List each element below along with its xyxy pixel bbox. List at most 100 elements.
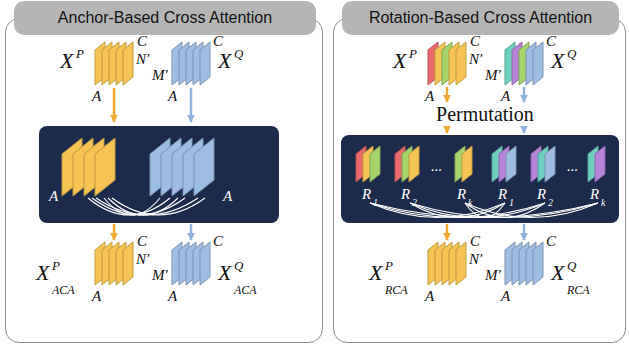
label-holder: X	[551, 50, 564, 72]
superscript: P	[52, 259, 60, 272]
attention-curve	[370, 203, 505, 218]
label-holder: P	[409, 44, 417, 62]
axis-label: C	[470, 34, 480, 49]
tensor-slab	[402, 146, 412, 182]
axis-label: A	[425, 89, 434, 104]
axis-label: M′	[485, 68, 501, 83]
label-holder: R	[457, 185, 466, 203]
label-holder: C	[213, 32, 223, 50]
axis-label: R	[401, 187, 410, 202]
label-holder: R	[362, 185, 371, 203]
label-holder: N′	[136, 50, 149, 68]
tensor-slab	[109, 242, 119, 285]
tensor-symbol: X	[218, 262, 231, 284]
label-holder: R	[537, 185, 546, 203]
tensor-slab	[356, 146, 366, 182]
attention-curve	[370, 203, 598, 218]
axis-label: A	[92, 89, 101, 104]
tensor-slab	[449, 42, 459, 85]
tensor-slab	[123, 42, 133, 85]
tensor-slab	[499, 146, 509, 182]
subscript: ACA	[234, 284, 257, 296]
superscript: P	[385, 259, 393, 272]
superscript: Q	[234, 259, 243, 272]
axis-label: M′	[152, 268, 168, 283]
axis-label: C	[213, 234, 223, 249]
tensor-slab	[161, 138, 181, 196]
label-holder: RCA	[385, 280, 408, 298]
subscript: RCA	[567, 284, 590, 296]
axis-label: A	[501, 289, 510, 304]
tensor-slab	[428, 42, 438, 85]
tensor-symbol: X	[551, 50, 564, 72]
tensor-slab	[442, 42, 452, 85]
tensor-slab	[526, 242, 536, 285]
axis-label: A	[501, 89, 510, 104]
tensor-slab	[455, 146, 465, 182]
tensor-slab	[193, 242, 203, 285]
tensor-symbol: X	[218, 50, 231, 72]
tensor-slab	[363, 146, 373, 182]
tensor-slab	[102, 42, 112, 85]
label-holder: N′	[469, 50, 482, 68]
label-holder: C	[213, 232, 223, 250]
arrow	[446, 224, 449, 240]
arrow	[113, 88, 116, 122]
arrow	[190, 224, 193, 240]
tensor-slab	[116, 42, 126, 85]
tensor-slab	[102, 242, 112, 285]
tensor-symbol: X	[393, 50, 406, 72]
attention-block: AA	[39, 126, 279, 223]
attention-curve	[96, 198, 198, 215]
panel-title: Rotation-Based Cross Attention	[369, 10, 592, 26]
label-holder: X	[551, 262, 564, 284]
flow-arrows	[114, 87, 524, 240]
arrow	[446, 127, 449, 133]
label-holder: R	[401, 185, 410, 203]
tensor-slab	[172, 242, 182, 285]
tensor-slab	[172, 138, 192, 196]
tensor-slab	[95, 242, 105, 285]
attention-curve	[370, 203, 545, 218]
tensor-symbol: X	[369, 262, 382, 284]
axis-label: M′	[485, 268, 501, 283]
label-holder: A	[92, 287, 101, 305]
tensor-slab	[442, 242, 452, 285]
axis-label: C	[546, 234, 556, 249]
axis-label: C	[546, 34, 556, 49]
subscript: k	[468, 198, 472, 208]
label-holder: R	[498, 185, 507, 203]
axis-label: R	[590, 187, 599, 202]
attention-curve	[410, 203, 505, 218]
attention-curve	[108, 198, 178, 215]
tensor-slab	[519, 242, 529, 285]
tensor-slab	[186, 42, 196, 85]
tensor-slab	[595, 146, 605, 182]
tensor-slab	[588, 146, 598, 182]
attention-curve	[92, 198, 185, 215]
label-holder: N′	[469, 250, 482, 268]
axis-label: A	[425, 289, 434, 304]
label-holder: A	[501, 87, 510, 105]
axis-label: A	[168, 89, 177, 104]
label-holder: P	[385, 256, 393, 274]
superscript: Q	[567, 47, 576, 60]
label-holder: P	[76, 44, 84, 62]
tensor-slab	[95, 42, 105, 85]
label-holder: ...	[567, 157, 578, 175]
arrow	[190, 88, 193, 122]
label-holder: N′	[136, 250, 149, 268]
tensor-slab	[435, 42, 445, 85]
tensor-slab	[123, 242, 133, 285]
subscript: 1	[509, 198, 514, 208]
tensor-slab	[505, 42, 515, 85]
label-holder: C	[546, 232, 556, 250]
attention-curve	[410, 203, 598, 218]
label-holder: M′	[152, 66, 168, 84]
label-holder: A	[501, 287, 510, 305]
label-holder: Permutation	[436, 104, 534, 125]
tensor-slab	[505, 242, 515, 285]
axis-label: N′	[136, 52, 149, 67]
tensor-slab	[512, 42, 522, 85]
label-holder: Q	[567, 256, 576, 274]
